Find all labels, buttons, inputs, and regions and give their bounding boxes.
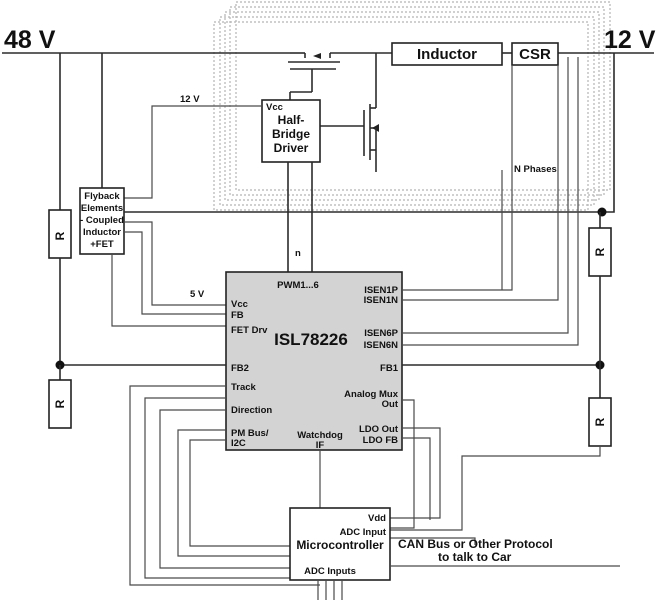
inductor-label: Inductor bbox=[417, 46, 477, 63]
track-wire bbox=[129, 385, 320, 586]
pin-watchdog-2: IF bbox=[316, 440, 325, 451]
pwm-bus-label: n bbox=[295, 248, 301, 259]
junction-output bbox=[597, 207, 607, 217]
pin-fet-drv: FET Drv bbox=[231, 325, 268, 336]
output-tap-wire bbox=[602, 53, 615, 213]
pin-isen6p: ISEN6P bbox=[364, 328, 398, 339]
ldo-out-wire bbox=[390, 427, 441, 519]
track-wire-2 bbox=[144, 397, 312, 579]
r-lower-right-return bbox=[390, 446, 601, 531]
flyback-label-5: +FET bbox=[90, 239, 114, 250]
pin-fb2: FB2 bbox=[231, 363, 249, 374]
pin-fb1: FB1 bbox=[380, 363, 399, 374]
phase-outline-6 bbox=[235, 1, 611, 191]
rail-12v-label: 12 V bbox=[604, 26, 656, 54]
flyback-label-1: Flyback bbox=[84, 191, 120, 202]
pin-fb: FB bbox=[231, 310, 244, 321]
pmbus-wire-2 bbox=[189, 439, 290, 547]
flyback-label-3: - Coupled bbox=[80, 215, 124, 226]
mcu-vdd: Vdd bbox=[368, 513, 386, 524]
flyback-to-fb-wire bbox=[124, 231, 226, 315]
flyback-box bbox=[79, 187, 125, 255]
csr-box bbox=[511, 42, 559, 66]
pin-ldo-fb: LDO FB bbox=[363, 435, 398, 446]
ldo-fb-wire bbox=[402, 437, 431, 520]
pin-direction: Direction bbox=[231, 405, 272, 416]
isen6n-wire bbox=[402, 57, 579, 346]
inductor-box bbox=[391, 42, 503, 66]
pin-vcc: Vcc bbox=[231, 299, 248, 310]
flyback-to-vcc-wire bbox=[124, 221, 226, 306]
pin-analog-mux-1: Analog Mux bbox=[344, 389, 399, 400]
driver-label-3: Driver bbox=[274, 141, 309, 155]
pin-analog-mux-2: Out bbox=[382, 399, 399, 410]
flyback-label-4: Inductor bbox=[83, 227, 121, 238]
low-side-fet-symbol bbox=[320, 104, 379, 172]
microcontroller-box bbox=[289, 507, 391, 581]
isl78226-chip bbox=[225, 271, 403, 451]
half-bridge-driver-box bbox=[261, 99, 321, 163]
driver-label-1: Half- bbox=[278, 113, 305, 127]
driver-label-2: Bridge bbox=[272, 127, 310, 141]
pin-isen6n: ISEN6N bbox=[364, 340, 398, 351]
pin-isen1p: ISEN1P bbox=[364, 285, 398, 296]
resistor-lower-right-label: R bbox=[593, 417, 607, 426]
mcu-adc-inputs: ADC Inputs bbox=[304, 566, 356, 577]
isen1n-wire bbox=[402, 65, 559, 301]
mcu-name: Microcontroller bbox=[296, 538, 384, 552]
flyback-label-2: Elements bbox=[81, 203, 123, 214]
driver-supply-wire bbox=[123, 105, 262, 199]
can-bus-wire-a bbox=[390, 537, 476, 545]
phase-outline-3 bbox=[219, 16, 595, 206]
phases-label: N Phases bbox=[514, 164, 557, 175]
resistor-lower-left-label: R bbox=[53, 399, 67, 408]
driver-vcc-label: Vcc bbox=[266, 102, 283, 113]
phase-outline-2 bbox=[213, 21, 589, 211]
can-bus-label-1: CAN Bus or Other Protocol bbox=[398, 537, 553, 551]
pin-ldo-out: LDO Out bbox=[359, 424, 399, 435]
isen1p-wire bbox=[402, 65, 513, 291]
direction-wire bbox=[159, 409, 290, 569]
analog-mux-wire bbox=[390, 399, 415, 529]
pin-track: Track bbox=[231, 382, 257, 393]
driver-supply-label: 12 V bbox=[180, 94, 200, 105]
can-bus-label-2: to talk to Car bbox=[438, 550, 512, 564]
pin-pwm: PWM1...6 bbox=[277, 280, 319, 291]
rail-48v-label: 48 V bbox=[4, 26, 56, 54]
phase-outline-5 bbox=[229, 6, 605, 196]
flyback-to-fetdrv-wire bbox=[111, 254, 226, 327]
pmbus-wire-1 bbox=[177, 429, 290, 557]
isen6p-wire bbox=[402, 57, 569, 334]
controller-name: ISL78226 bbox=[274, 330, 348, 349]
mcu-adc-input: ADC Input bbox=[340, 527, 387, 538]
pin-isen1n: ISEN1N bbox=[364, 295, 398, 306]
resistor-upper-right-label: R bbox=[593, 247, 607, 256]
pin-pmbus-1: PM Bus/ bbox=[231, 428, 269, 439]
csr-label: CSR bbox=[519, 46, 551, 63]
resistor-upper-left-label: R bbox=[53, 231, 67, 240]
pin-watchdog-1: Watchdog bbox=[297, 430, 343, 441]
pin-pmbus-2: I2C bbox=[231, 438, 246, 449]
high-side-fet-symbol bbox=[288, 52, 392, 100]
vcc-supply-label: 5 V bbox=[190, 289, 205, 300]
resistor-lower-left bbox=[48, 379, 72, 429]
